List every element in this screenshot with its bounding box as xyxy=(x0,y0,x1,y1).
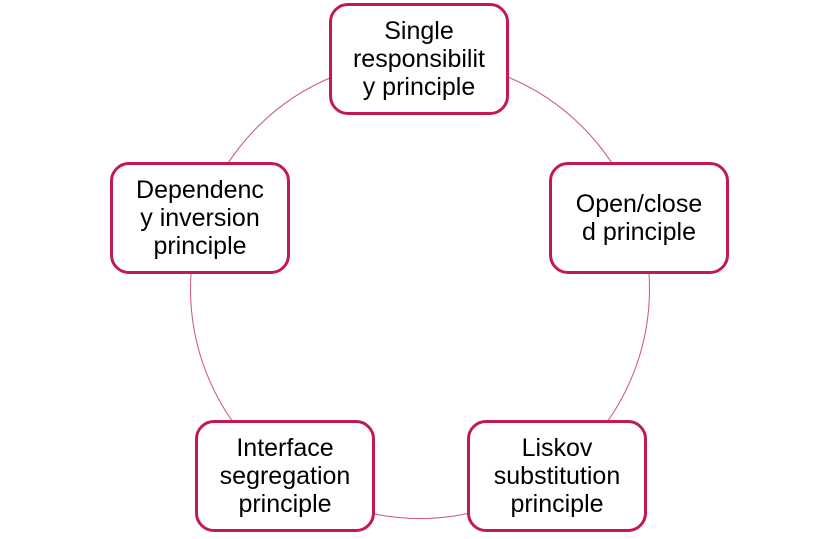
node-liskov-substitution-principle: Liskov substitution principle xyxy=(467,420,647,532)
node-label-line: segregation xyxy=(219,462,351,490)
node-label-line: principle xyxy=(153,232,247,260)
node-label-line: principle xyxy=(238,490,332,518)
node-single-responsibility-principle: Single responsibilit y principle xyxy=(329,3,509,115)
node-label-line: y inversion xyxy=(140,204,260,232)
node-label-line: principle xyxy=(510,490,604,518)
node-label-line: Dependenc xyxy=(136,176,264,204)
node-open-closed-principle: Open/close d principle xyxy=(549,162,729,274)
node-label-line: Single xyxy=(384,17,454,45)
node-interface-segregation-principle: Interface segregation principle xyxy=(195,420,375,532)
node-label-line: responsibilit xyxy=(352,45,485,73)
node-dependency-inversion-principle: Dependenc y inversion principle xyxy=(110,162,290,274)
node-label-line: y principle xyxy=(362,73,476,101)
node-label-line: Open/close xyxy=(575,190,703,218)
node-label-line: Interface xyxy=(236,434,334,462)
node-label-line: substitution xyxy=(493,462,621,490)
node-label-line: Liskov xyxy=(521,434,593,462)
node-label-line: d principle xyxy=(582,218,696,246)
